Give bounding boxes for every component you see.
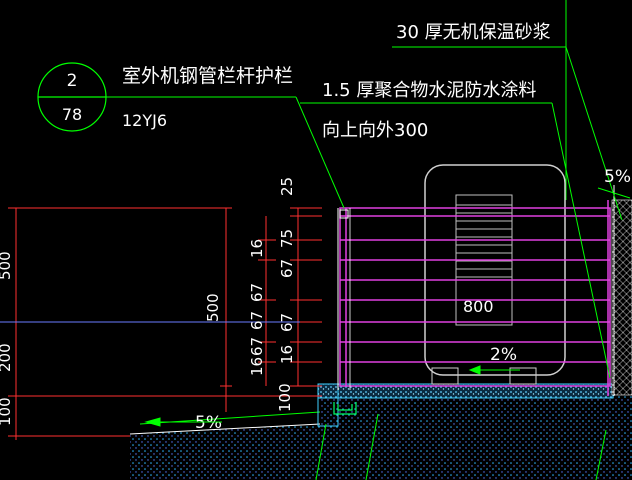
ground-line [129, 423, 321, 435]
slope-ground: 5% [195, 413, 222, 433]
callout-atlas: 12YJ6 [122, 111, 167, 130]
dim-mid-67b: 67 [248, 311, 266, 330]
dim-mid-67a: 67 [248, 283, 266, 302]
slope-top-arrow [597, 187, 631, 199]
dim-mid-16a: 16 [248, 239, 266, 258]
callout-number: 2 [67, 71, 78, 91]
ground-slab [130, 424, 320, 480]
dimension-lines [8, 207, 322, 440]
unit-width-label: 800 [463, 297, 494, 316]
railing [339, 207, 611, 387]
ac-unit-foot-left [431, 367, 459, 385]
dim-right-67a: 67 [278, 259, 296, 278]
ac-unit-body [424, 164, 566, 376]
callout-title: 室外机钢管栏杆护栏 [122, 65, 293, 87]
dim-left-500: 500 [0, 251, 14, 280]
drain-gutter [333, 402, 357, 415]
dim-right-25: 25 [278, 177, 296, 196]
slope-ledge-arrow [468, 365, 520, 375]
note-waterproof-line1: 1.5 厚聚合物水泥防水涂料 [322, 80, 536, 101]
note-insulation: 30 厚无机保温砂浆 [396, 22, 551, 43]
dim-mid-16b: 16 [248, 357, 266, 376]
railing-top-cap [339, 209, 349, 219]
slope-ledge: 2% [490, 345, 517, 365]
dim-right-16: 16 [278, 345, 296, 364]
dim-right-75: 75 [278, 229, 296, 248]
note-waterproof-line2: 向上向外300 [322, 120, 428, 141]
dimension-labels: 25 75 67 67 16 16 67 67 67 16 500 100 50… [0, 177, 296, 426]
leader-lines [295, 46, 623, 379]
ac-unit-foot-right [509, 367, 537, 385]
callout-sheet: 78 [62, 105, 82, 124]
detail-callout: 2 78 室外机钢管栏杆护栏 12YJ6 [37, 62, 296, 132]
dim-left-100: 100 [0, 397, 14, 426]
slope-top-right: 5% [604, 167, 631, 187]
dim-left-200: 200 [0, 343, 14, 372]
dim-mid-67c: 67 [248, 337, 266, 356]
slope-ground-arrow [144, 417, 222, 427]
floor-slab [320, 396, 632, 480]
dim-bottom-100: 100 [276, 383, 294, 412]
dim-right-67b: 67 [278, 313, 296, 332]
dim-total-500: 500 [204, 293, 222, 322]
wall-insulation [611, 199, 632, 396]
ground-root-lines [315, 413, 607, 480]
